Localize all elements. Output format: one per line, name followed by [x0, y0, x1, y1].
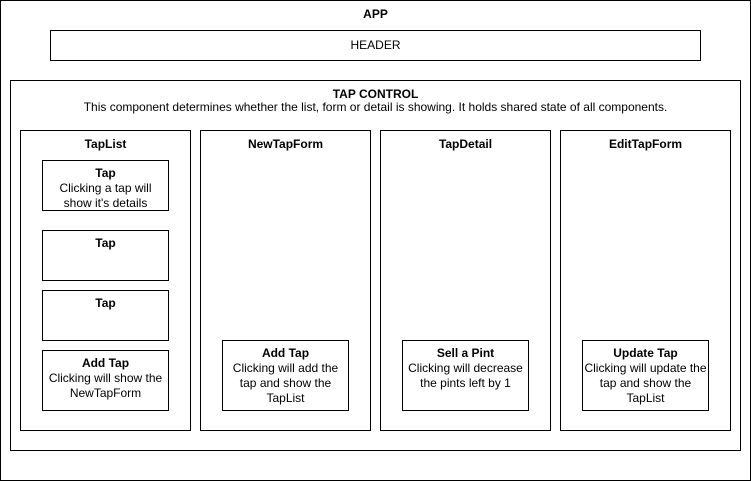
update-tap-desc-line3: TapList: [626, 391, 665, 405]
header-box: [50, 30, 701, 61]
tap-card-title: Tap: [95, 236, 116, 250]
add-tap-card-desc-line1: Clicking will show the: [48, 371, 163, 385]
tap-card-desc-line2: show it's details: [63, 196, 148, 210]
add-tap-button-card[interactable]: Add Tap Clicking will add the tap and sh…: [222, 340, 349, 411]
add-tap-button-title: Add Tap: [261, 346, 310, 360]
tap-card-title: Tap: [95, 296, 116, 310]
add-tap-card-title: Add Tap: [81, 356, 130, 370]
tap-card[interactable]: Tap Clicking a tap will show it's detail…: [42, 160, 169, 211]
tap-card[interactable]: Tap: [42, 290, 169, 341]
add-tap-button-desc-line2: tap and show the: [239, 376, 332, 390]
add-tap-button-desc-line1: Clicking will add the: [232, 361, 339, 375]
tap-card-desc-line1: Clicking a tap will: [59, 181, 152, 195]
app-label: APP: [363, 7, 388, 21]
tapdetail-column-title: TapDetail: [438, 137, 493, 151]
update-tap-card[interactable]: Update Tap Clicking will update the tap …: [582, 340, 709, 411]
update-tap-title: Update Tap: [613, 346, 678, 360]
sell-pint-card[interactable]: Sell a Pint Clicking will decrease the p…: [402, 340, 529, 411]
edittapform-column-title: EditTapForm: [608, 137, 683, 151]
tap-control-label: TAP CONTROL: [332, 87, 419, 101]
newtapform-column-title: NewTapForm: [247, 137, 324, 151]
update-tap-desc-line1: Clicking will update the: [584, 361, 707, 375]
tap-card-title: Tap: [95, 166, 116, 180]
taplist-column-title: TapList: [84, 137, 127, 151]
tap-card[interactable]: Tap: [42, 230, 169, 281]
header-label: HEADER: [350, 38, 401, 52]
sell-pint-title: Sell a Pint: [436, 346, 495, 360]
update-tap-desc-line2: tap and show the: [599, 376, 692, 390]
sell-pint-desc-line2: the pints left by 1: [420, 376, 511, 390]
add-tap-card[interactable]: Add Tap Clicking will show the NewTapFor…: [42, 350, 169, 411]
sell-pint-desc-line1: Clicking will decrease: [408, 361, 523, 375]
add-tap-button-desc-line3: TapList: [266, 391, 305, 405]
add-tap-card-desc-line2: NewTapForm: [69, 386, 142, 400]
tap-control-description: This component determines whether the li…: [83, 100, 668, 114]
